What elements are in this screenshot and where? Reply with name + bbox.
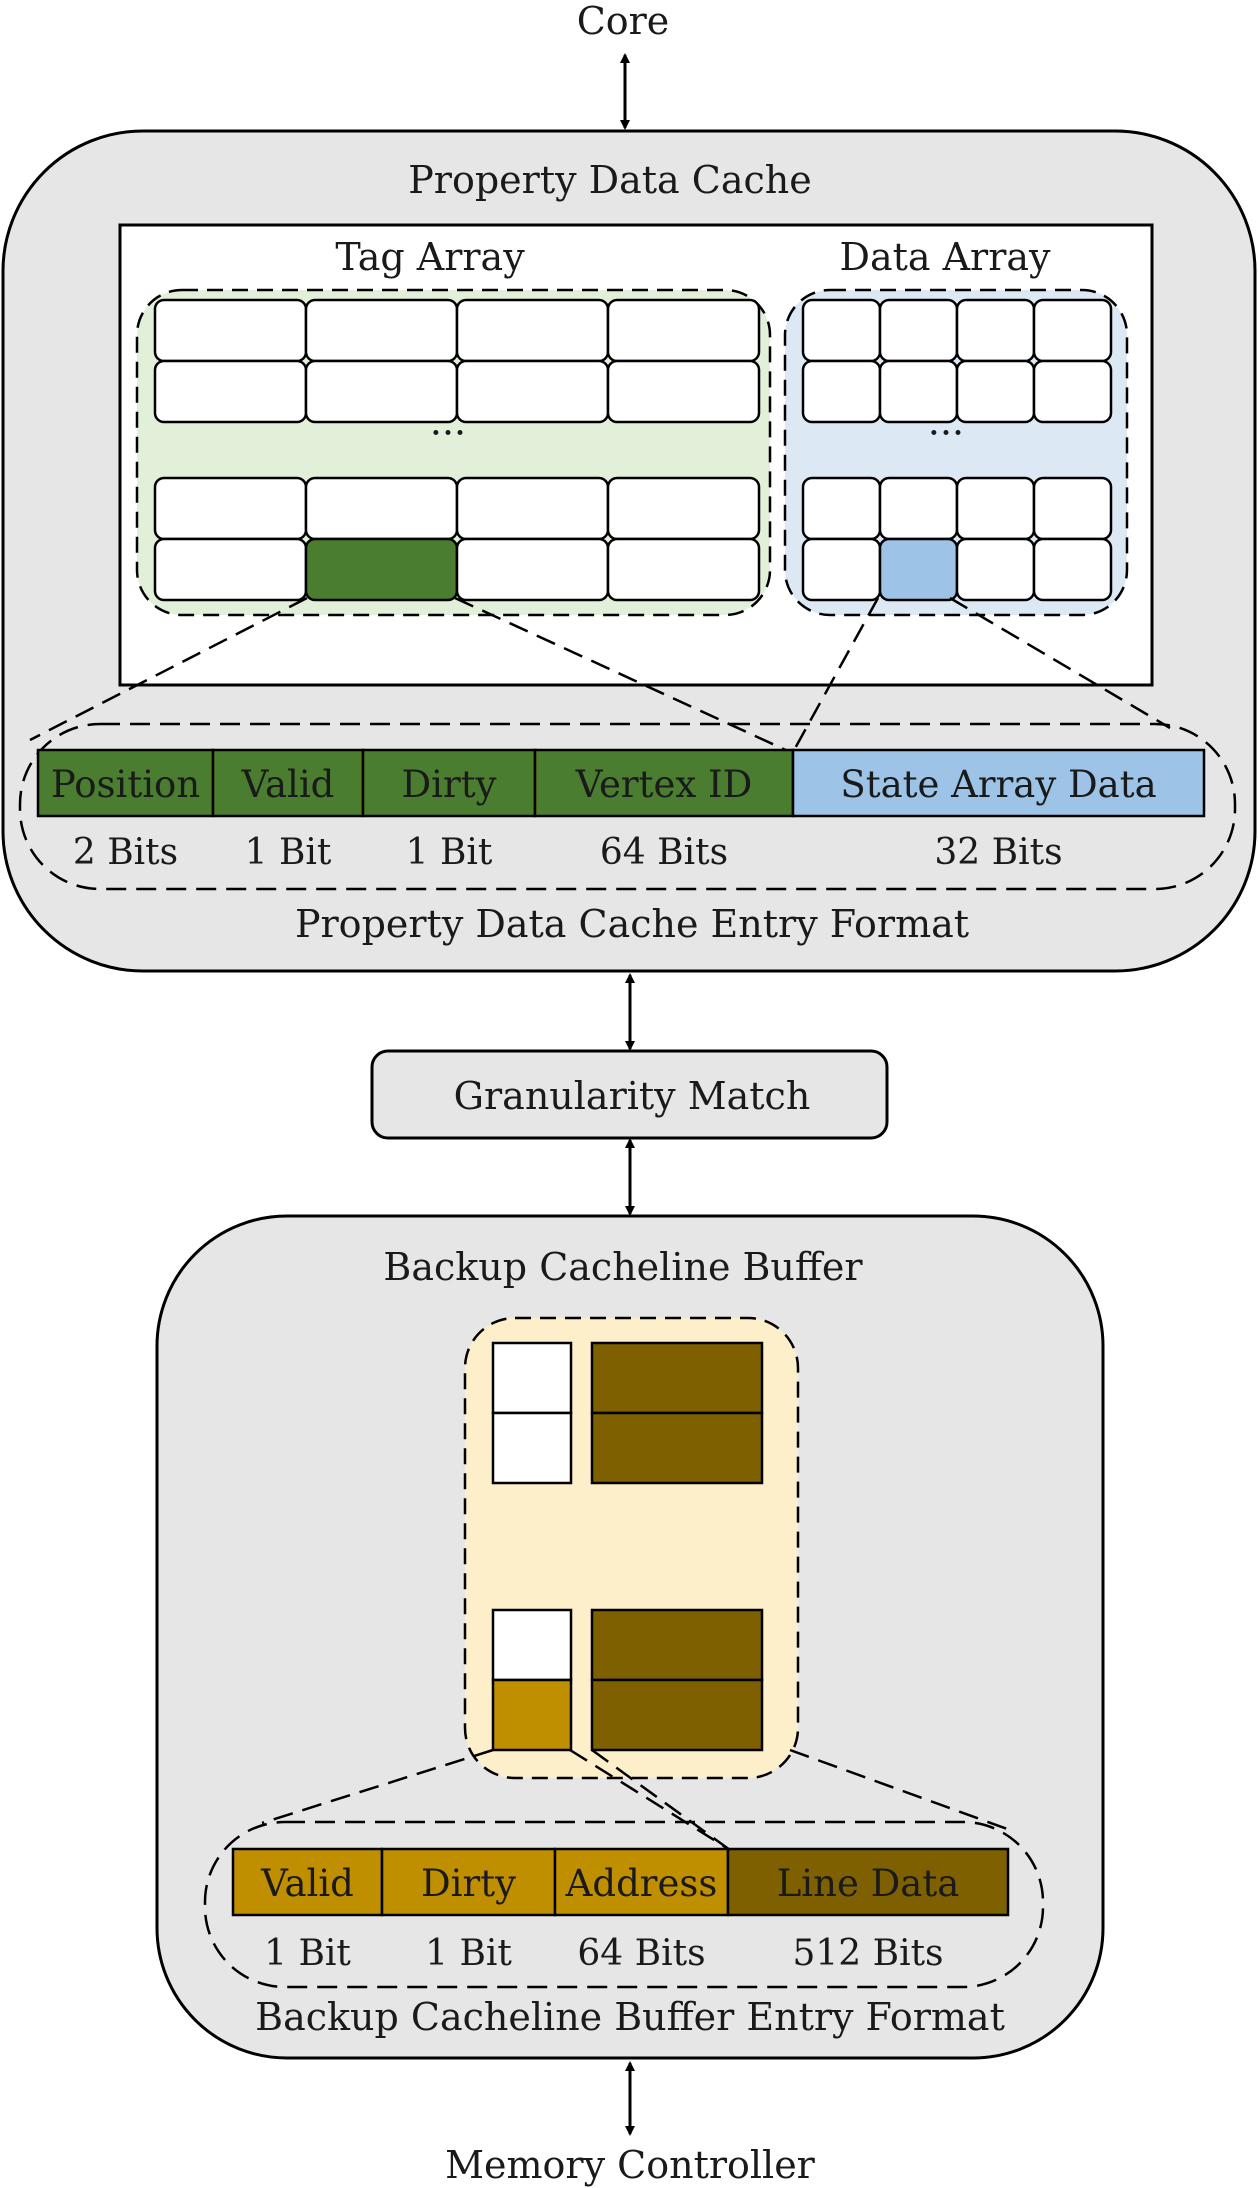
- cache-entry-format: Position 2 Bits Valid 1 Bit Dirty 1 Bit Vertex…: [36, 748, 1206, 873]
- buffer-field-cell: [553, 1847, 730, 1917]
- buffer-entry-outline: [203, 1820, 1045, 1989]
- data-cell: [1032, 359, 1113, 424]
- cache-field-cell: [791, 748, 1206, 818]
- property-data-cache: Property Data Cache Tag Array Data Array…: [1, 129, 1257, 973]
- cache-entry-format-label: Property Data Cache Entry Format: [295, 902, 969, 946]
- data-cell: [955, 476, 1036, 541]
- cache-field-cell: [533, 748, 795, 818]
- buffer-field-cell: [726, 1847, 1010, 1917]
- cache-field-cell: [211, 748, 365, 818]
- buffer-data-cell: [590, 1341, 764, 1415]
- cache-entry-outline: [18, 722, 1237, 891]
- tag-cell: [304, 476, 459, 541]
- data-cell: [955, 298, 1036, 363]
- granularity-match-label: Granularity Match: [454, 1074, 811, 1118]
- tag-cell: [606, 537, 761, 602]
- cache-projection-lines: [29, 596, 1171, 754]
- buffer-field-bits: 512 Bits: [792, 1933, 943, 1974]
- buffer-field-name: Line Data: [777, 1862, 960, 1905]
- tag-cell: [153, 298, 308, 363]
- buffer-field-bits: 64 Bits: [577, 1933, 705, 1974]
- cache-field-cell: [36, 748, 215, 818]
- tag-cell: [606, 476, 761, 541]
- tag-array-label: Tag Array: [335, 235, 525, 279]
- cache-field-bits: 64 Bits: [600, 832, 728, 873]
- data-array-ellipsis: ···: [928, 411, 964, 455]
- tag-cell: [606, 359, 761, 424]
- buffer-data-cell: [590, 1411, 764, 1485]
- memory-controller-label: Memory Controller: [445, 2143, 816, 2187]
- cache-field-name: Position: [51, 763, 200, 806]
- buffer-lines: [491, 1341, 764, 1752]
- data-cell: [1032, 537, 1113, 602]
- data-array-cells: [801, 298, 1113, 602]
- data-cell: [801, 359, 882, 424]
- buffer-data-cell: [590, 1608, 764, 1682]
- data-cell: [801, 537, 882, 602]
- cache-field-name: Valid: [241, 763, 335, 806]
- buffer-status-cell-selected: [491, 1678, 573, 1752]
- buffer-field-cell: [231, 1847, 384, 1917]
- data-cell: [1032, 298, 1113, 363]
- buffer-field-bits: 1 Bit: [425, 1933, 512, 1974]
- tag-cell: [455, 537, 610, 602]
- cache-field-bits: 32 Bits: [934, 832, 1062, 873]
- tag-cell: [455, 298, 610, 363]
- buffer-field-name: Address: [565, 1862, 718, 1905]
- tag-cell: [455, 359, 610, 424]
- core-label: Core: [577, 0, 670, 43]
- buffer-field-name: Valid: [260, 1862, 354, 1905]
- tag-cell: [304, 298, 459, 363]
- buffer-field-bits: 1 Bit: [264, 1933, 351, 1974]
- backup-cacheline-buffer: Backup Cacheline Buffer Valid 1 Bit Dirty 1…: [155, 1214, 1105, 2060]
- data-cell: [801, 476, 882, 541]
- cache-field-bits: 1 Bit: [245, 832, 332, 873]
- tag-cell: [153, 359, 308, 424]
- tag-cell-selected: [304, 537, 459, 602]
- data-cell: [878, 298, 959, 363]
- buffer-entry-format: Valid 1 Bit Dirty 1 Bit Address 64 Bits Line D…: [231, 1847, 1010, 1974]
- cache-field-bits: 2 Bits: [73, 832, 178, 873]
- tag-cell: [455, 476, 610, 541]
- tag-cell: [606, 298, 761, 363]
- data-cell: [801, 298, 882, 363]
- buffer-entry-format-label: Backup Cacheline Buffer Entry Format: [255, 1995, 1005, 2039]
- data-array-label: Data Array: [839, 235, 1051, 279]
- buffer-status-cell: [491, 1608, 573, 1682]
- cache-field-name: Vertex ID: [575, 763, 753, 806]
- cache-field-name: Dirty: [402, 763, 497, 806]
- tag-cell: [153, 537, 308, 602]
- cache-field-name: State Array Data: [840, 763, 1156, 806]
- buffer-projection-lines: [261, 1748, 1011, 1852]
- tag-array-cells: [153, 298, 761, 602]
- granularity-match: Granularity Match: [370, 1049, 889, 1140]
- buffer-data-cell: [590, 1678, 764, 1752]
- data-cell: [955, 537, 1036, 602]
- data-cell-selected: [878, 537, 959, 602]
- cache-field-bits: 1 Bit: [406, 832, 493, 873]
- buffer-status-cell: [491, 1411, 573, 1485]
- tag-cell: [153, 476, 308, 541]
- data-cell: [878, 476, 959, 541]
- property-cache-title: Property Data Cache: [408, 158, 812, 202]
- buffer-status-cell: [491, 1341, 573, 1415]
- backup-buffer-title: Backup Cacheline Buffer: [383, 1245, 863, 1289]
- data-cell: [955, 359, 1036, 424]
- data-cell: [1032, 476, 1113, 541]
- tag-array-ellipsis: ···: [430, 411, 466, 455]
- buffer-field-name: Dirty: [421, 1862, 516, 1905]
